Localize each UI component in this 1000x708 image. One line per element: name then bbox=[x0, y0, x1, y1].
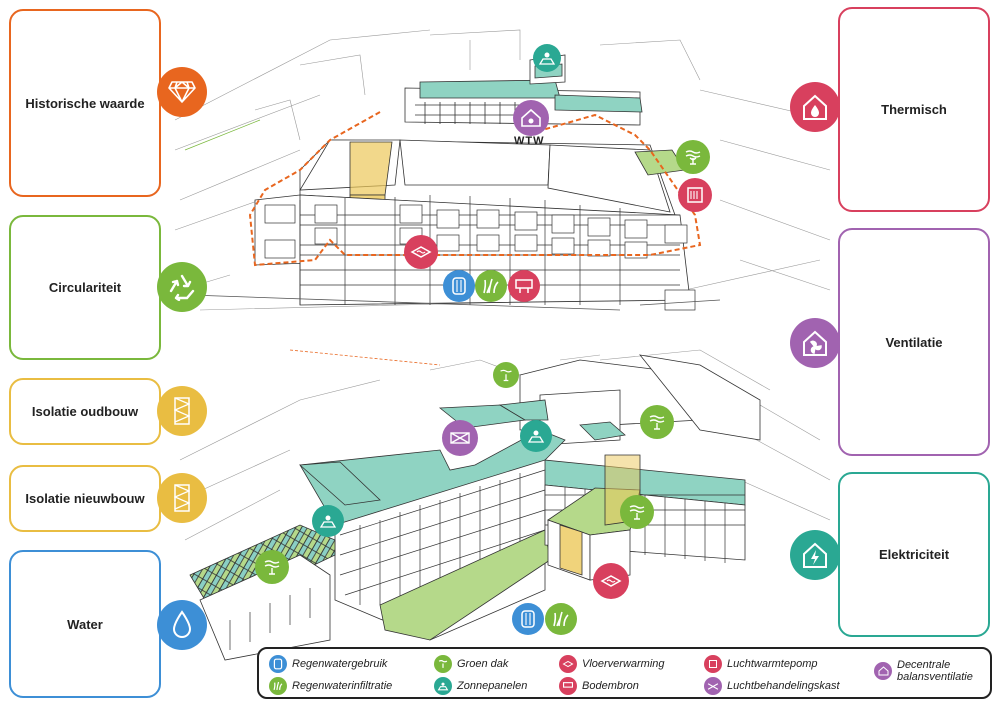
category-box-water: Water bbox=[9, 550, 161, 698]
category-label-circulariteit: Circulariteit bbox=[48, 280, 122, 295]
legend-label: Regenwatergebruik bbox=[292, 658, 388, 670]
air-handling-unit-icon bbox=[704, 677, 722, 695]
top-building-drawing bbox=[174, 29, 831, 311]
legend-item-bodembron: Bodembron bbox=[559, 677, 639, 695]
green-roof-icon bbox=[255, 550, 289, 584]
air-handling-unit-icon bbox=[442, 420, 478, 456]
legend-item-groen-dak: Groen dak bbox=[434, 655, 508, 673]
legend-label: Zonnepanelen bbox=[457, 680, 528, 692]
category-label-water: Water bbox=[67, 616, 103, 632]
legend-label: Bodembron bbox=[582, 680, 639, 692]
category-box-ventilatie: Ventilatie bbox=[838, 228, 990, 456]
green-roof-icon bbox=[676, 140, 710, 174]
solar-panel-icon bbox=[434, 677, 452, 695]
legend-item-regenwaterinfiltratie: Regenwaterinfiltratie bbox=[269, 677, 392, 695]
category-label-ventilatie: Ventilatie bbox=[885, 334, 943, 350]
floor-heating-icon bbox=[559, 655, 577, 673]
legend-label: Groen dak bbox=[457, 658, 509, 670]
legend-label: Luchtwarmtepomp bbox=[727, 658, 818, 670]
bottom-building-drawing bbox=[179, 349, 831, 661]
category-label-isolatie-nieuwbouw: Isolatie nieuwbouw bbox=[25, 491, 145, 506]
grass-icon bbox=[475, 270, 507, 302]
fan-house-icon bbox=[790, 318, 840, 368]
floor-heating-icon bbox=[404, 235, 438, 269]
category-label-isolatie-oudbouw: Isolatie oudbouw bbox=[31, 404, 139, 419]
water-tank-icon bbox=[512, 603, 544, 635]
flame-house-icon bbox=[790, 82, 840, 132]
lightning-house-icon bbox=[790, 530, 840, 580]
category-label-elektriciteit: Elektriciteit bbox=[878, 547, 950, 562]
green-roof-icon bbox=[640, 405, 674, 439]
water-tank-icon bbox=[443, 270, 475, 302]
floor-heating-icon bbox=[593, 563, 629, 599]
decentral-ventilation-icon bbox=[513, 100, 549, 136]
legend-label: Decentrale balansventilatie bbox=[897, 659, 973, 683]
heat-pump-icon bbox=[704, 655, 722, 673]
wtw-label: WTW bbox=[514, 135, 545, 147]
legend-label: Vloerverwarming bbox=[582, 658, 665, 670]
category-box-thermisch: Thermisch bbox=[838, 7, 990, 212]
solar-panel-icon bbox=[533, 44, 561, 72]
legend-item-decentrale-balansventilatie: Decentrale balansventilatie bbox=[874, 659, 984, 683]
legend-item-luchtbehandelingskast: Luchtbehandelingskast bbox=[704, 677, 840, 695]
water-drop-icon bbox=[157, 600, 207, 650]
diamond-icon bbox=[157, 67, 207, 117]
ground-source-icon bbox=[559, 677, 577, 695]
grass-icon bbox=[269, 677, 287, 695]
green-roof-icon bbox=[434, 655, 452, 673]
heat-pump-icon bbox=[678, 178, 712, 212]
category-box-isolatie-nieuwbouw: Isolatie nieuwbouw bbox=[9, 465, 161, 532]
green-roof-icon bbox=[493, 362, 519, 388]
green-roof-icon bbox=[620, 495, 654, 529]
legend-item-regenwatergebruik: Regenwatergebruik bbox=[269, 655, 387, 673]
insulation-icon bbox=[157, 386, 207, 436]
category-label-thermisch: Thermisch bbox=[881, 102, 947, 117]
legend-item-zonnepanelen: Zonnepanelen bbox=[434, 677, 527, 695]
recycle-icon bbox=[157, 262, 207, 312]
legend-item-vloerverwarming: Vloerverwarming bbox=[559, 655, 665, 673]
category-box-historische-waarde: Historische waarde bbox=[9, 9, 161, 197]
category-box-isolatie-oudbouw: Isolatie oudbouw bbox=[9, 378, 161, 445]
grass-icon bbox=[545, 603, 577, 635]
ground-source-icon bbox=[508, 270, 540, 302]
category-label-historische-waarde: Historische waarde bbox=[25, 95, 145, 111]
category-box-elektriciteit: Elektriciteit bbox=[838, 472, 990, 637]
legend-label: Regenwaterinfiltratie bbox=[292, 680, 393, 692]
solar-panel-icon bbox=[520, 420, 552, 452]
legend-label: Luchtbehandelingskast bbox=[727, 680, 840, 692]
legend-item-luchtwarmtepomp: Luchtwarmtepomp bbox=[704, 655, 818, 673]
water-tank-icon bbox=[269, 655, 287, 673]
solar-panel-icon bbox=[312, 505, 344, 537]
category-box-circulariteit: Circulariteit bbox=[9, 215, 161, 360]
legend: Regenwatergebruik Regenwaterinfiltratie … bbox=[257, 647, 992, 699]
insulation-icon bbox=[157, 473, 207, 523]
decentral-ventilation-icon bbox=[874, 662, 892, 680]
